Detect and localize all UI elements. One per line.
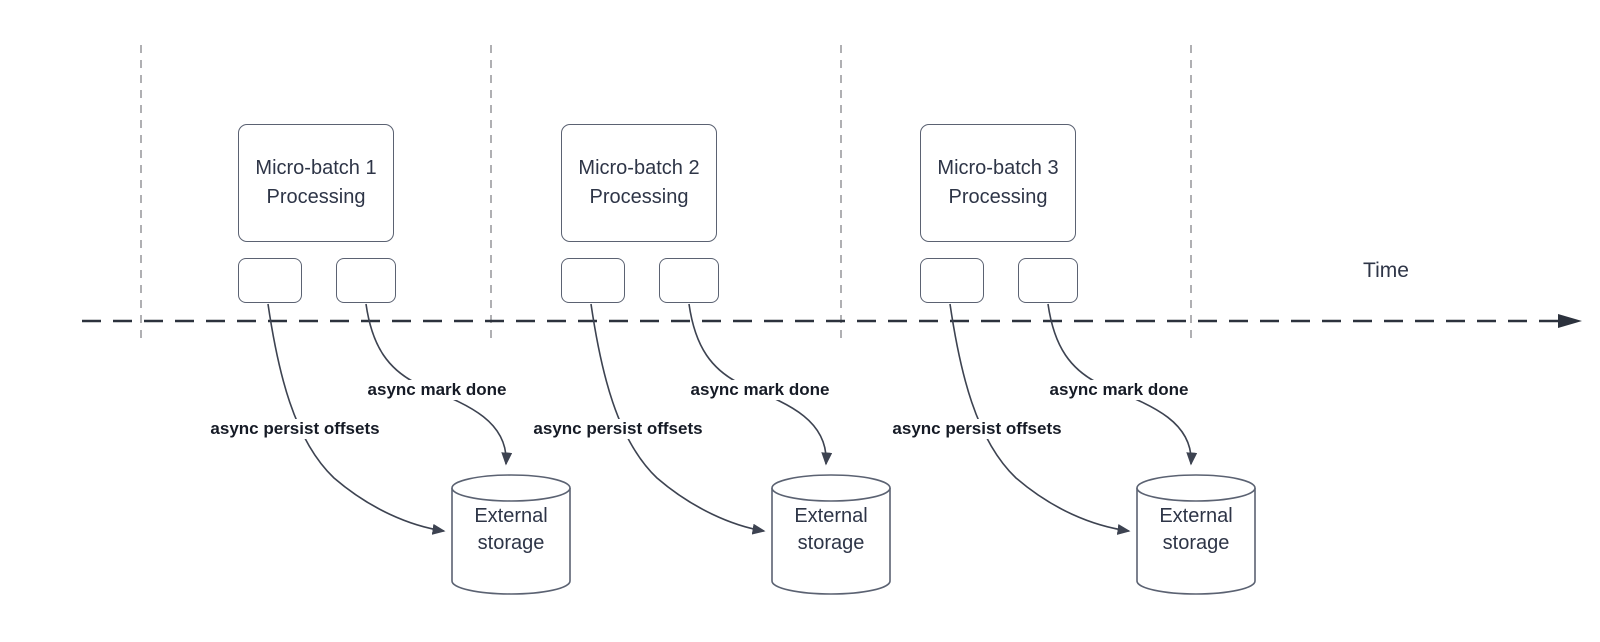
async-persist-offsets-label: async persist offsets xyxy=(207,419,383,439)
micro-batch-label: Micro-batch 1 Processing xyxy=(255,157,377,208)
time-axis-label: Time xyxy=(1363,259,1409,282)
batch-boundary-lines xyxy=(140,45,1192,339)
async-mark-done-label: async mark done xyxy=(687,380,833,400)
async-mark-done-label: async mark done xyxy=(364,380,510,400)
async-persist-arrow xyxy=(949,303,1131,535)
async-persist-offsets-label: async persist offsets xyxy=(889,419,1065,439)
external-storage-label: External storage xyxy=(1159,505,1233,554)
async-persist-offsets-label: async persist offsets xyxy=(530,419,706,439)
async-mark-done-label: async mark done xyxy=(1046,380,1192,400)
time-axis-arrowhead xyxy=(1558,314,1582,328)
external-storage-cylinder xyxy=(771,474,891,595)
mark-done-task-box xyxy=(336,258,396,303)
micro-batch-label: Micro-batch 3 Processing xyxy=(937,157,1059,208)
async-persist-arrow xyxy=(590,303,766,535)
micro-batch-box: Micro-batch 2 Processing xyxy=(561,124,717,242)
external-storage-label: External storage xyxy=(474,505,548,554)
mark-done-task-box xyxy=(659,258,719,303)
external-storage-cylinder xyxy=(451,474,571,595)
external-storage-label: External storage xyxy=(794,505,868,554)
external-storage-cylinder xyxy=(1136,474,1256,595)
time-axis xyxy=(82,314,1582,328)
persist-offsets-task-box xyxy=(561,258,625,303)
persist-offsets-task-box xyxy=(920,258,984,303)
mark-done-task-box xyxy=(1018,258,1078,303)
micro-batch-box: Micro-batch 1 Processing xyxy=(238,124,394,242)
persist-offsets-task-box xyxy=(238,258,302,303)
micro-batch-box: Micro-batch 3 Processing xyxy=(920,124,1076,242)
async-persist-arrow xyxy=(267,303,446,535)
micro-batch-label: Micro-batch 2 Processing xyxy=(578,157,700,208)
